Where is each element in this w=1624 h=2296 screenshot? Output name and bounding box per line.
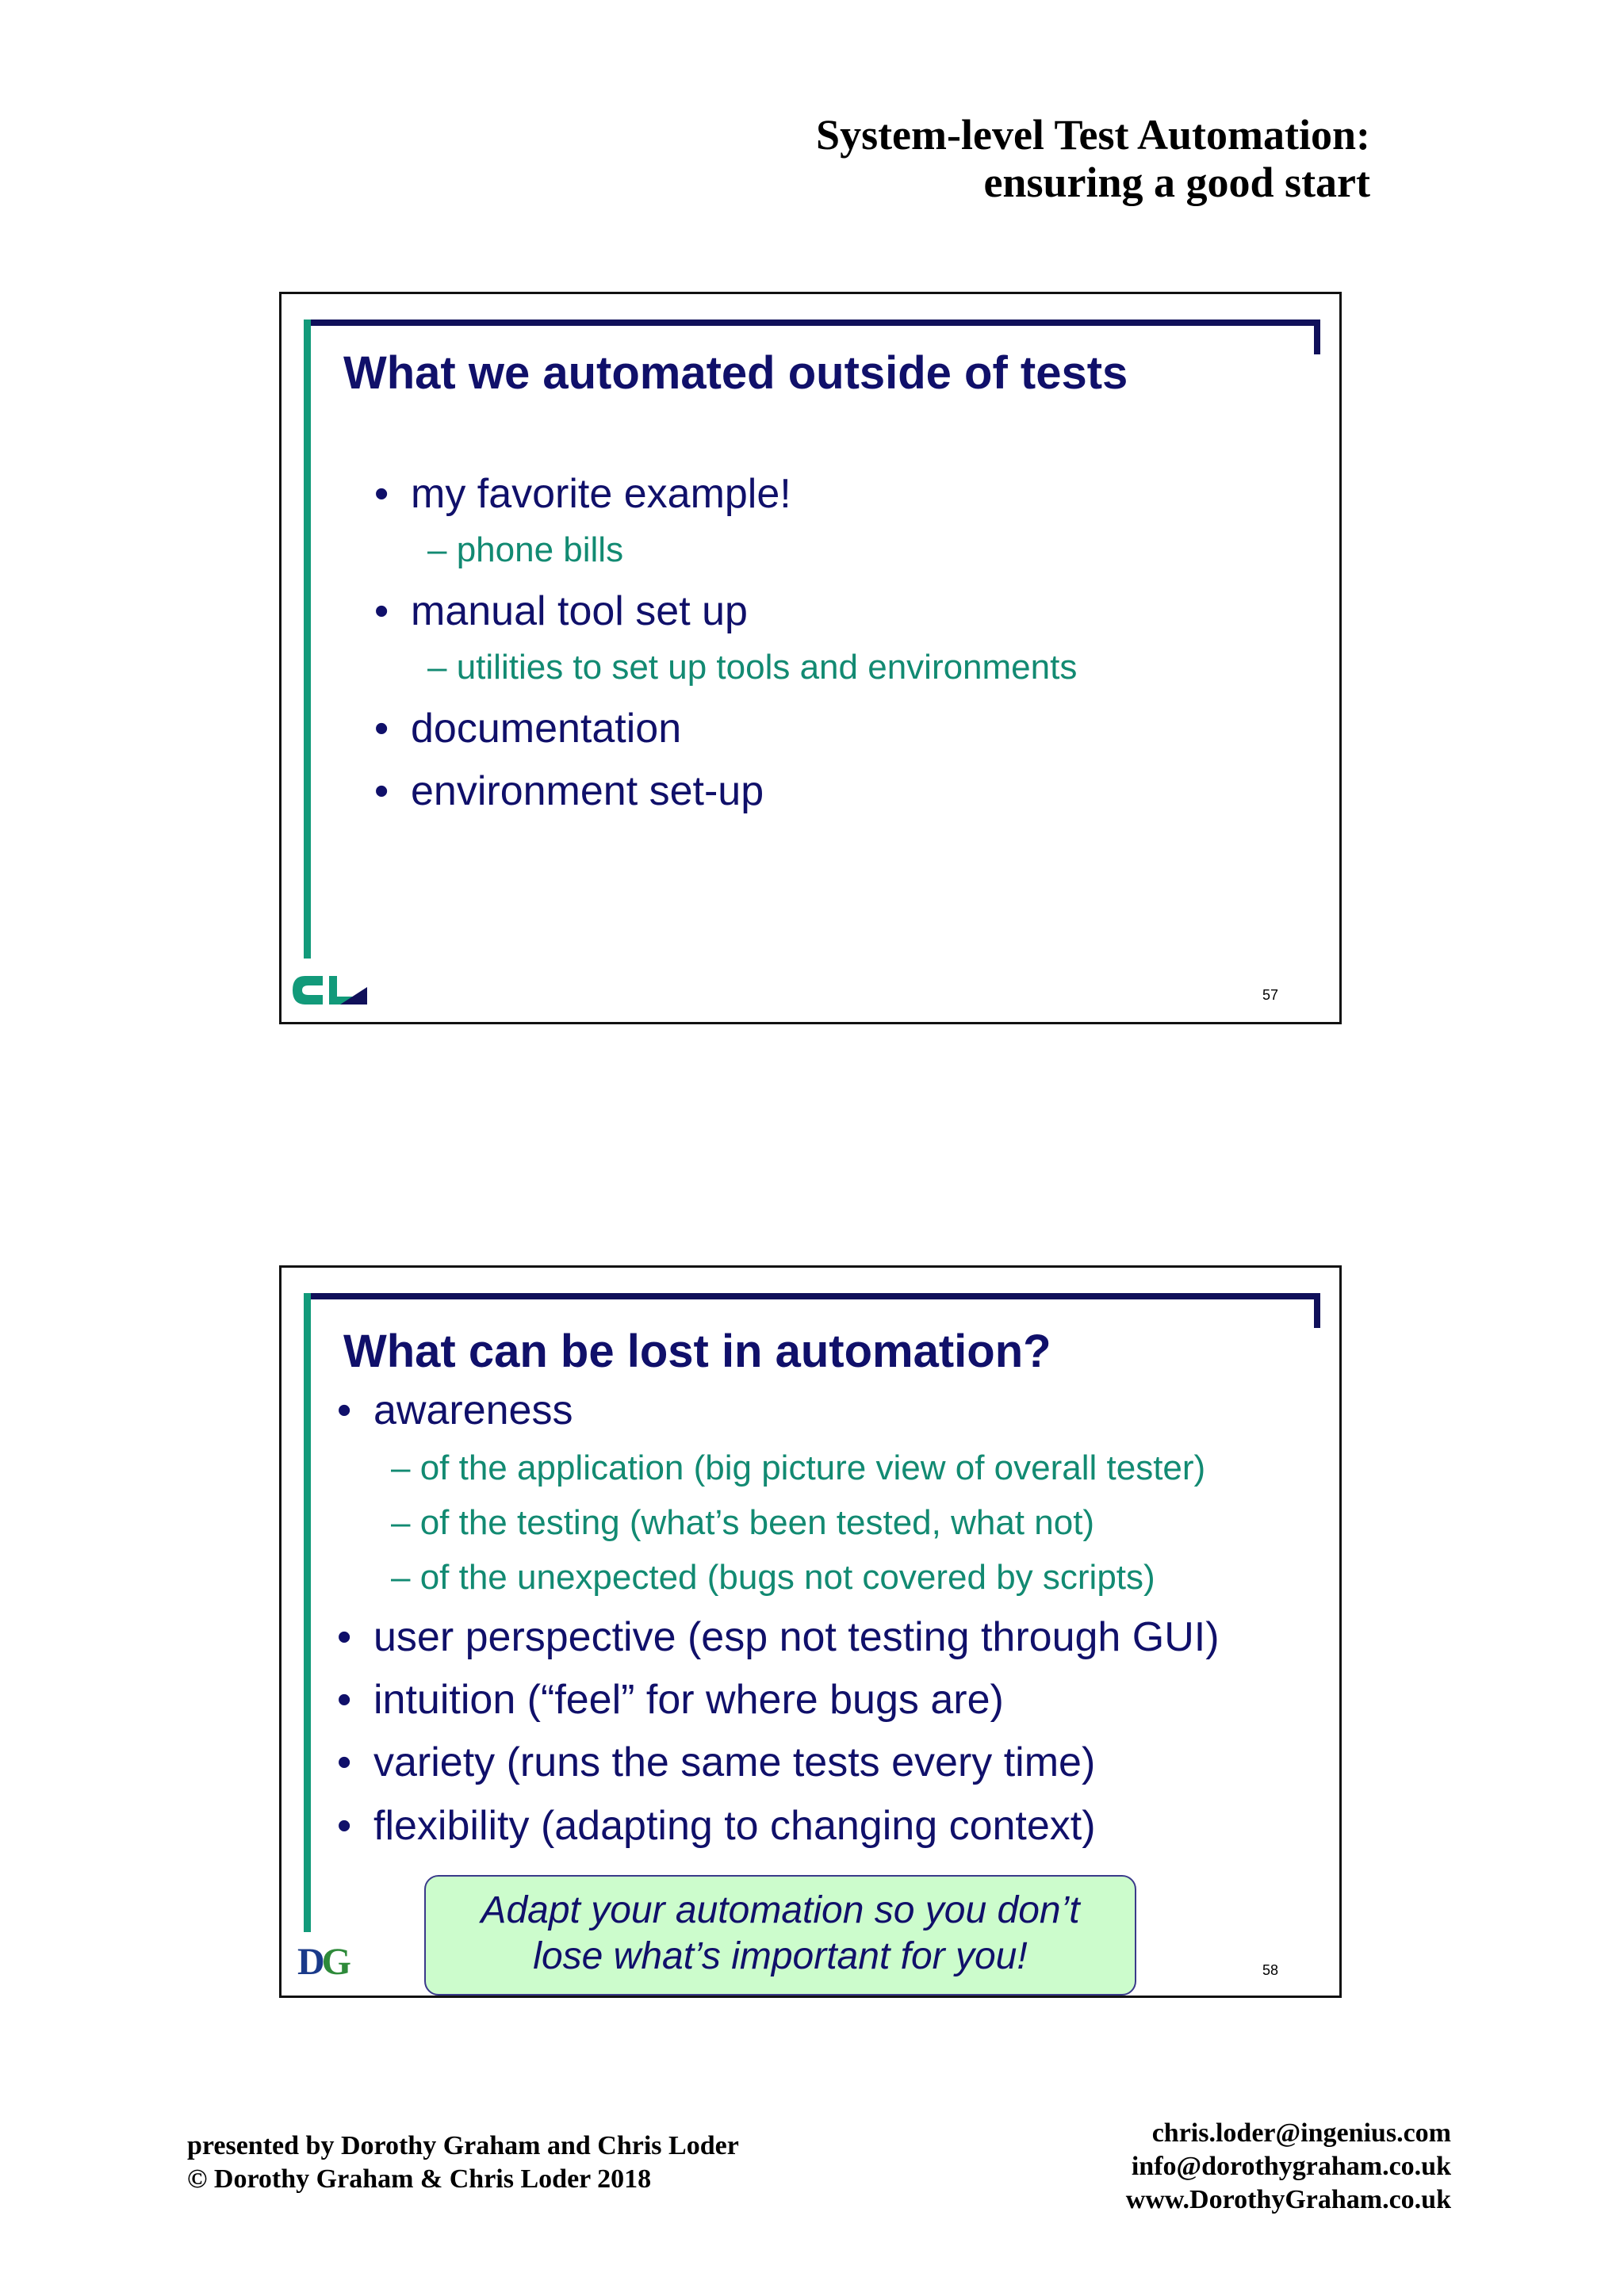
bullet-item: •documentation <box>374 706 682 752</box>
footer-presenters: presented by Dorothy Graham and Chris Lo… <box>187 2131 739 2160</box>
sub-bullet-item: – of the testing (what’s been tested, wh… <box>391 1503 1095 1542</box>
document-title-line1: System-level Test Automation: <box>816 111 1370 159</box>
callout-line2: lose what’s important for you! <box>533 1935 1028 1977</box>
footer-contacts: chris.loder@ingenius.com info@dorothygra… <box>1126 2117 1451 2217</box>
bullet-item: •flexibility (adapting to changing conte… <box>337 1803 1096 1849</box>
sub-bullet-item: – of the application (big picture view o… <box>391 1448 1206 1487</box>
slide-left-rule <box>304 320 311 959</box>
footer-email-chris: chris.loder@ingenius.com <box>1151 2118 1451 2148</box>
bullet-dot: • <box>374 706 389 752</box>
bullet-item: •awareness <box>337 1387 573 1433</box>
bullet-item: •manual tool set up <box>374 588 748 634</box>
bullet-dot: • <box>374 768 389 814</box>
slide-corner-tick <box>1314 320 1320 354</box>
callout-line1: Adapt your automation so you don’t <box>481 1889 1080 1931</box>
bullet-dot: • <box>374 471 389 517</box>
slide-57: What we automated outside of tests •my f… <box>279 292 1342 1024</box>
bullet-item: •intuition (“feel” for where bugs are) <box>337 1677 1004 1723</box>
sub-bullet-item: – phone bills <box>427 530 624 569</box>
cl-logo-icon <box>293 976 367 1004</box>
bullet-dot: • <box>374 588 389 634</box>
bullet-item: •user perspective (esp not testing throu… <box>337 1614 1220 1660</box>
dg-logo-icon: DG <box>297 1941 351 1983</box>
slide-corner-tick <box>1314 1293 1320 1328</box>
bullet-dot: • <box>337 1739 352 1785</box>
bullet-item: •my favorite example! <box>374 471 791 517</box>
slide-58: What can be lost in automation? •awarene… <box>279 1265 1342 1998</box>
bullet-dot: • <box>337 1803 352 1849</box>
bullet-item: •variety (runs the same tests every time… <box>337 1739 1096 1785</box>
slide-top-rule <box>305 320 1320 326</box>
slide-title: What we automated outside of tests <box>343 347 1128 399</box>
sub-bullet-item: – utilities to set up tools and environm… <box>427 648 1078 687</box>
slide-title: What can be lost in automation? <box>343 1326 1051 1377</box>
slide-left-rule <box>304 1293 311 1932</box>
sub-bullet-item: – of the unexpected (bugs not covered by… <box>391 1558 1155 1597</box>
slide-number: 57 <box>1262 987 1279 1003</box>
slide-top-rule <box>305 1293 1320 1299</box>
document-title: System-level Test Automation: ensuring a… <box>816 111 1370 206</box>
footer-copyright: © Dorothy Graham & Chris Loder 2018 <box>187 2164 652 2194</box>
footer-email-info: info@dorothygraham.co.uk <box>1131 2152 1451 2181</box>
document-title-line2: ensuring a good start <box>983 159 1370 206</box>
bullet-dot: • <box>337 1387 352 1433</box>
footer-credits: presented by Dorothy Graham and Chris Lo… <box>187 2130 739 2196</box>
callout-box: Adapt your automation so you don’t lose … <box>424 1875 1136 1996</box>
footer-website: www.DorothyGraham.co.uk <box>1125 2185 1451 2214</box>
bullet-item: •environment set-up <box>374 768 764 814</box>
slide-number: 58 <box>1262 1962 1279 1978</box>
bullet-dot: • <box>337 1677 352 1723</box>
bullet-dot: • <box>337 1614 352 1660</box>
